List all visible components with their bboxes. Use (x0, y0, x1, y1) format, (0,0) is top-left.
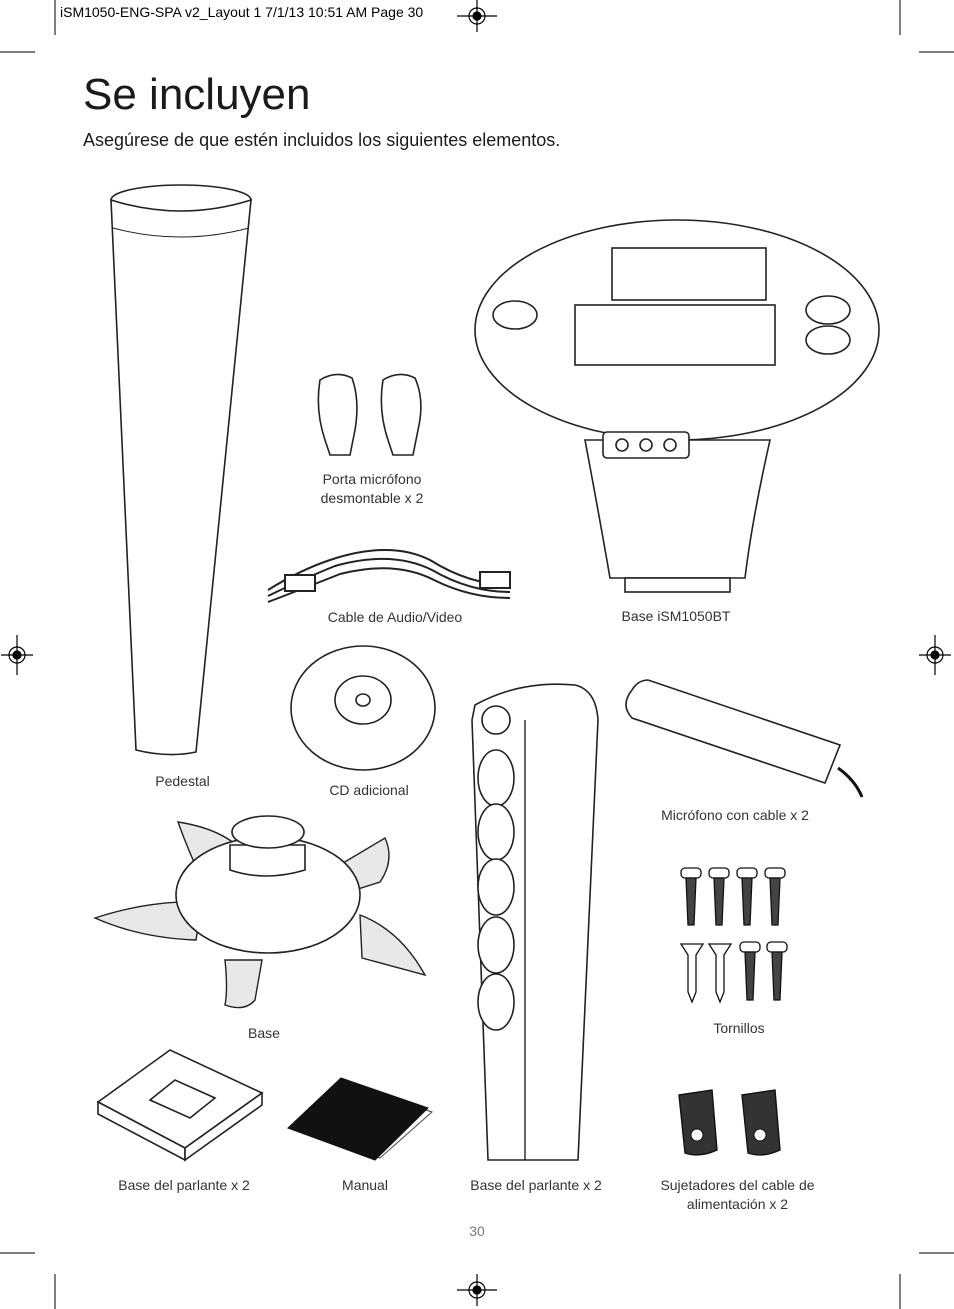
av-cable-illustration (267, 549, 511, 603)
label-pedestal: Pedestal (155, 773, 210, 789)
page-title: Se incluyen (83, 70, 311, 119)
print-slug: iSM1050-ENG-SPA v2_Layout 1 7/1/13 10:51… (60, 4, 424, 20)
cable-holders-illustration (678, 1089, 781, 1156)
label-mic-holder: Porta micrófono desmontable x 2 (320, 471, 424, 506)
star-base-illustration (93, 815, 427, 1009)
label-speaker: Base del parlante x 2 (470, 1177, 602, 1193)
label-manual: Manual (342, 1177, 388, 1193)
page-subtitle: Asegúrese de que estén incluidos los sig… (83, 130, 561, 150)
page-number: 30 (469, 1223, 485, 1239)
manual-illustration (287, 1077, 433, 1161)
speaker-illustration (471, 683, 599, 1161)
base-unit-illustration (474, 219, 880, 593)
cd-illustration (290, 645, 436, 771)
label-av-cable: Cable de Audio/Video (327, 609, 463, 625)
label-base-unit: Base iSM1050BT (621, 608, 731, 624)
label-speaker-base: Base del parlante x 2 (118, 1177, 250, 1193)
label-cable-holders: Sujetadores del cable de alimentación x … (660, 1177, 815, 1212)
pedestal-illustration (110, 184, 252, 756)
label-cd: CD adicional (329, 782, 409, 798)
screws-illustration (679, 867, 788, 1004)
label-microphone: Micrófono con cable x 2 (661, 807, 809, 823)
speaker-base-illustration (96, 1049, 264, 1162)
label-screws: Tornillos (713, 1020, 765, 1036)
microphone-illustration (625, 679, 864, 798)
mic-holder-illustration (317, 373, 422, 456)
label-base: Base (248, 1025, 280, 1041)
